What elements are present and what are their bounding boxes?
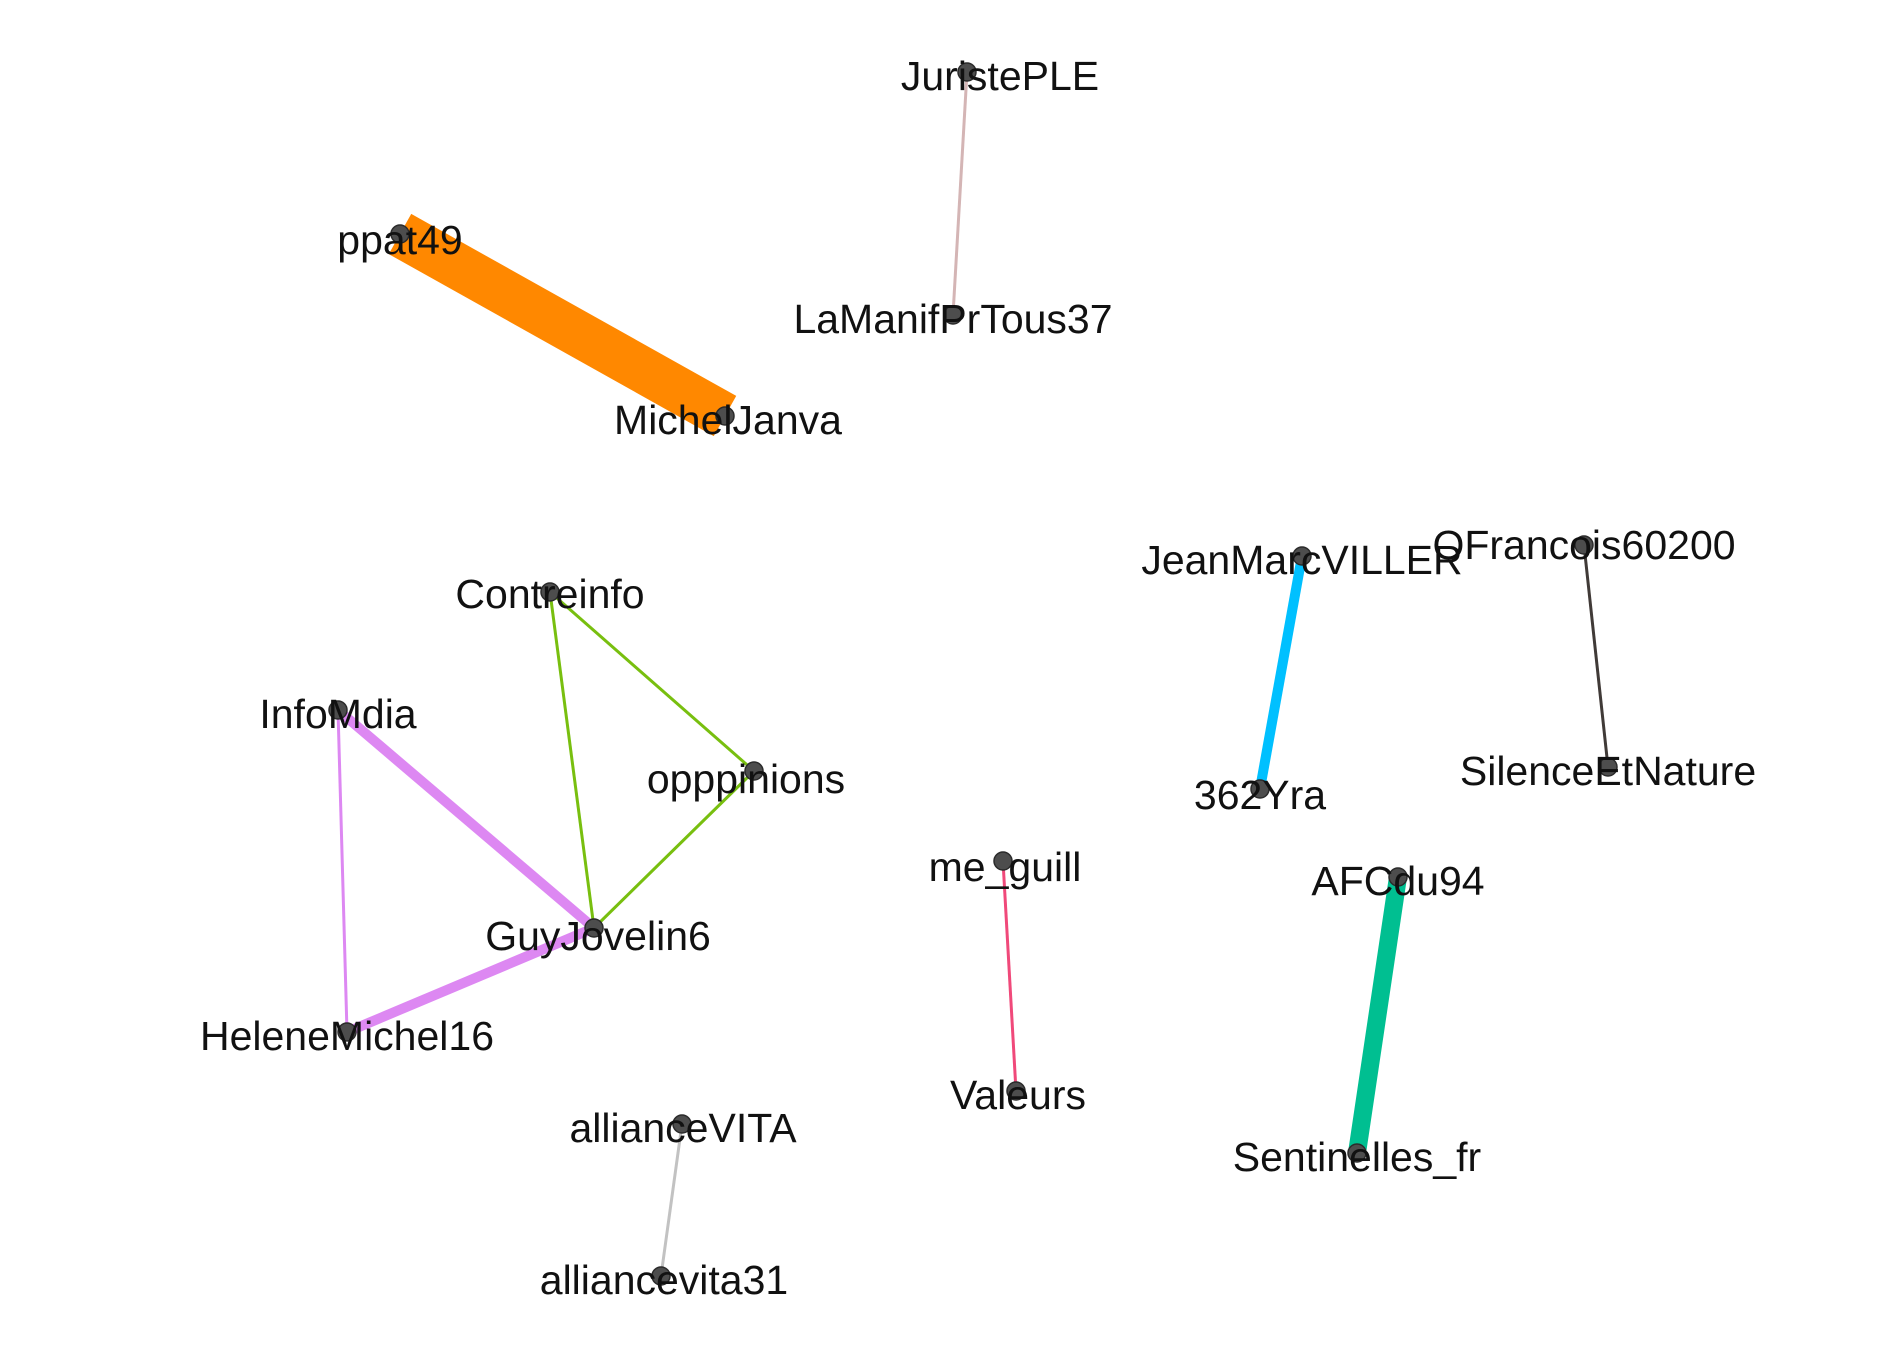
node-allianceVITA[interactable] <box>672 1114 692 1134</box>
node-JuristePLE[interactable] <box>957 62 977 82</box>
node-label-362Yra: 362Yra <box>1194 772 1326 818</box>
edge-ppat49-MichelJanva <box>388 213 737 437</box>
node-label-alliancevita31: alliancevita31 <box>540 1257 788 1303</box>
node-label-JeanMarcVILLER: JeanMarcVILLER <box>1141 537 1462 583</box>
node-OFrancois60200[interactable] <box>1574 535 1594 555</box>
node-362Yra[interactable] <box>1250 779 1270 799</box>
edge-Contreinfo-oppinions <box>549 590 755 773</box>
node-HeleneMichel16[interactable] <box>337 1022 357 1042</box>
node-Contreinfo[interactable] <box>540 582 560 602</box>
node-label-GuyJovelin6: GuyJovelin6 <box>485 913 711 959</box>
node-Sentinelles_fr[interactable] <box>1347 1143 1367 1163</box>
node-oppinions[interactable] <box>744 761 764 781</box>
node-me_guill[interactable] <box>993 851 1013 871</box>
node-label-oppinions: opppinions <box>647 756 845 802</box>
edge-allianceVITA-alliancevita31 <box>659 1123 684 1277</box>
node-alliancevita31[interactable] <box>651 1266 671 1286</box>
node-label-SilenceEtNature: SilenceEtNature <box>1460 748 1756 794</box>
node-InfoMdia[interactable] <box>328 700 348 720</box>
node-Valeurs[interactable] <box>1006 1081 1026 1101</box>
node-label-OFrancois60200: OFrancois60200 <box>1432 522 1735 568</box>
node-label-InfoMdia: InfoMdia <box>259 691 416 737</box>
node-MichelJanva[interactable] <box>715 406 735 426</box>
node-GuyJovelin6[interactable] <box>584 918 604 938</box>
edge-me_guill-Valeurs <box>1001 860 1018 1092</box>
edge-JuristePLE-LaManifPrTous37 <box>951 71 969 316</box>
node-label-MichelJanva: MichelJanva <box>614 397 842 443</box>
edge-oppinions-GuyJovelin6 <box>592 769 756 930</box>
node-label-me_guill: me_guill <box>929 844 1082 890</box>
node-ppat49[interactable] <box>390 224 410 244</box>
node-JeanMarcVILLER[interactable] <box>1292 546 1312 566</box>
edge-Contreinfo-GuyJovelin6 <box>548 591 596 929</box>
node-label-Sentinelles_fr: Sentinelles_fr <box>1233 1134 1481 1180</box>
node-layer <box>328 62 1618 1286</box>
edge-JeanMarcVILLER-362Yra <box>1255 555 1307 790</box>
node-label-AFCdu94: AFCdu94 <box>1311 858 1484 904</box>
node-label-LaManifPrTous37: LaManifPrTous37 <box>793 296 1112 342</box>
node-SilenceEtNature[interactable] <box>1598 757 1618 777</box>
node-label-allianceVITA: allianceVITA <box>569 1105 797 1151</box>
node-label-Valeurs: Valeurs <box>950 1072 1086 1118</box>
node-AFCdu94[interactable] <box>1388 867 1408 887</box>
node-label-ppat49: ppat49 <box>337 217 462 263</box>
edge-InfoMdia-GuyJovelin6 <box>334 706 598 932</box>
edge-OFrancois60200-SilenceEtNature <box>1582 544 1610 768</box>
edge-GuyJovelin6-HeleneMichel16 <box>345 923 596 1037</box>
node-label-HeleneMichel16: HeleneMichel16 <box>200 1013 494 1059</box>
edge-InfoMdia-HeleneMichel16 <box>336 709 349 1033</box>
edge-layer <box>334 71 1610 1277</box>
edge-AFCdu94-Sentinelles_fr <box>1348 875 1407 1155</box>
node-label-Contreinfo: Contreinfo <box>455 571 644 617</box>
label-layer: JuristePLE LaManifPrTous37 ppat49MichelJan… <box>200 53 1756 1303</box>
node-LaManifPrTous37[interactable] <box>943 305 963 325</box>
node-label-JuristePLE: JuristePLE <box>901 53 1099 99</box>
